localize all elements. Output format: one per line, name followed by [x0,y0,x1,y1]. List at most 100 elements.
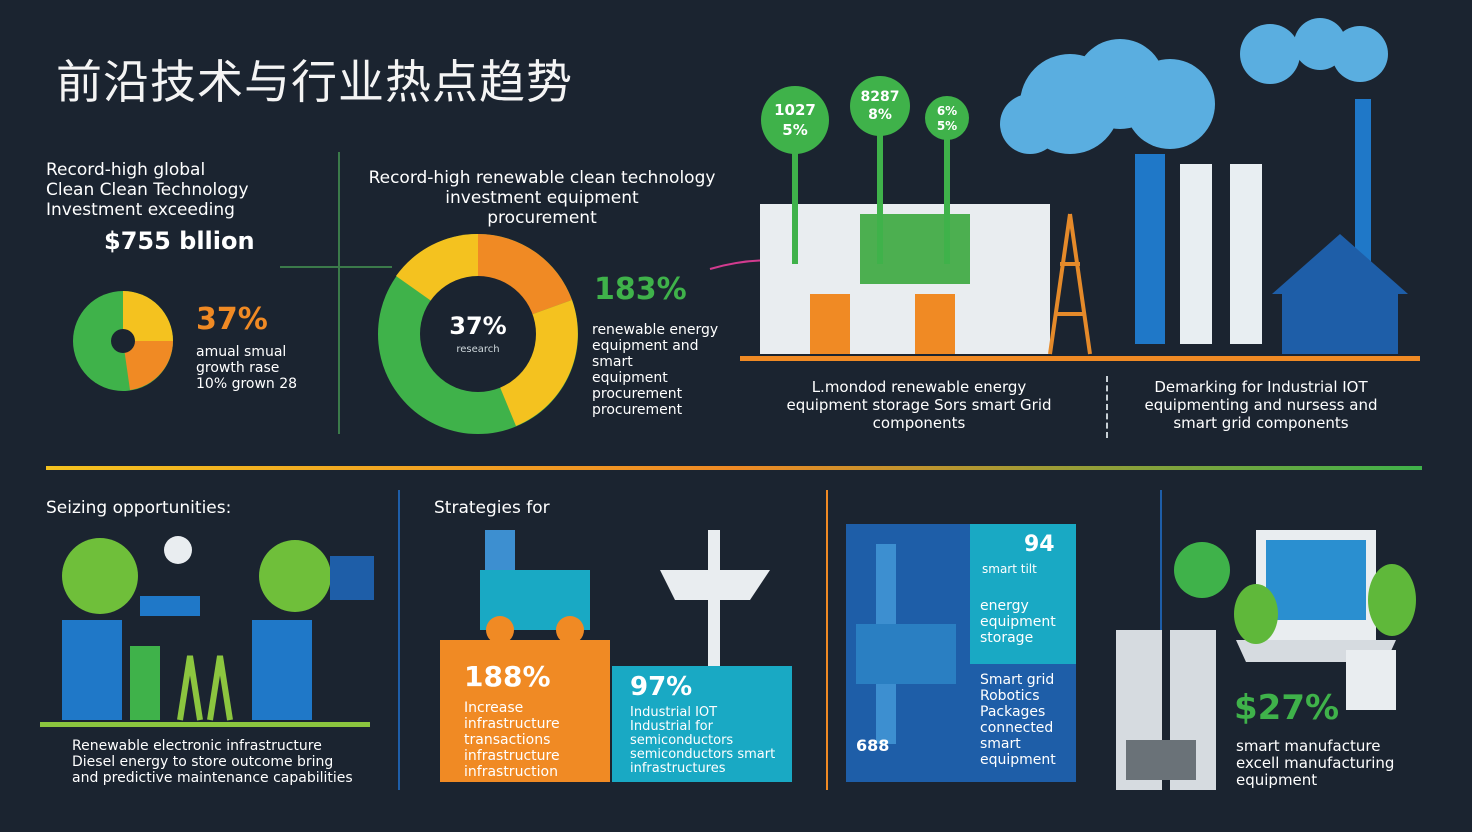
heading-line: Record-high global [46,160,206,180]
desc-line: procurement [592,402,683,418]
machine-icon [856,624,956,684]
procurement-description: renewable energy equipment and smart equ… [592,322,742,418]
donut-segment-yellow [123,291,173,341]
balloon-label-1: 1027 5% [766,100,824,140]
balloon-marker [761,86,829,154]
house-body [1282,294,1398,354]
investment-amount: $755 bllion [104,227,255,255]
teal-stat-box: 97% Industrial IOT Industrial for semico… [612,666,792,782]
growth-description: amual smual growth rase 10% grown 28 [196,344,336,392]
blue-panel-lines-2: Smart grid Robotics Packages connected s… [980,672,1056,768]
orange-box-percent: 188% [464,660,551,693]
industry-illustration [709,18,1420,361]
iot-caption: Demarking for Industrial IOT equipmentin… [1118,378,1404,432]
target-icon [1174,542,1230,598]
leaf-icon [1368,564,1416,636]
donut-center-label: research [456,344,500,355]
chimney [1135,154,1165,344]
orange-tank [915,294,955,354]
balloon-bottom: 5% [936,119,958,133]
desc-line: Robotics [980,688,1040,704]
donut-segment-orange [123,341,173,390]
desc-line: Industrial for [630,719,713,734]
smart-manufacturing-illustration [1116,530,1416,790]
balloon-top: 8287 [860,89,900,105]
blue-panel-number: 94 [1024,532,1055,557]
desc-line: procurement [592,386,683,402]
desc-line: smart manufacture [1236,737,1381,755]
desc-line: infrastructure [464,716,560,732]
teal-box-description: Industrial IOT Industrial for semiconduc… [630,706,775,776]
balloon-label-2: 8287 8% [852,88,908,124]
blue-panel-lines-1: energy equipment storage [980,598,1056,646]
strategies-label: Strategies for [434,498,550,518]
transport-illustration [480,530,770,670]
desc-line: equipment [1236,771,1318,789]
desc-line: infrastruction [464,764,558,780]
desc-line: connected [980,720,1054,736]
ground-line [740,356,1420,361]
vertical-divider [398,490,400,790]
desc-line: Industrial IOT [630,705,718,720]
desc-line: infrastructure [464,748,560,764]
procurement-percent: 183% [594,272,687,307]
desc-line: 10% grown 28 [196,376,298,392]
balloon-marker [850,76,910,136]
manufacturing-description: smart manufacture excell manufacturing e… [1236,738,1394,789]
vertical-divider [338,152,340,434]
page-title: 前沿技术与行业热点趋势 [56,55,573,109]
desc-line: Renewable electronic infrastructure [72,738,322,754]
desc-line: storage [980,630,1034,646]
orange-box-description: Increase infrastructure transactions inf… [464,700,560,780]
blue-stat-panel: 688 94 smart tilt energy equipment stora… [846,524,1076,782]
small-donut-chart [73,291,173,391]
teal-box-percent: 97% [630,672,693,702]
pole [708,530,720,670]
solar-panel-icon [62,620,122,720]
desc-line: infrastructures [630,761,726,776]
desc-line: smart [980,736,1021,752]
tree-icon [259,540,331,612]
vertical-divider [826,490,828,790]
machine-icon [1126,740,1196,780]
caption-line: components [872,414,966,432]
balloon-bottom: 8% [868,107,892,123]
laptop-screen [1266,540,1366,620]
device-icon [1346,650,1396,710]
tank-icon [485,530,515,570]
cloud-icon [1000,18,1388,154]
top-center-heading: Record-high renewable clean technology i… [366,168,718,228]
caption-line: L.mondod renewable energy [811,378,1027,396]
balloon-top: 1027 [774,101,816,119]
wheel [486,616,514,644]
cloud-icon [164,536,192,564]
plant-icon [177,655,233,721]
desc-line: Packages [980,704,1046,720]
balloon-marker [925,96,969,140]
green-infrastructure-illustration [40,536,374,727]
wheel [556,616,584,644]
seizing-description: Renewable electronic infrastructure Dies… [72,738,372,786]
heading-line: Record-high renewable clean technology [368,168,716,188]
balloon-label-3: 6% 5% [928,104,966,134]
heading-line: investment equipment [445,188,639,208]
large-donut-chart [378,233,578,434]
desc-line: energy [980,598,1029,614]
horizontal-divider [280,266,392,268]
desc-line: semiconductors [630,733,734,748]
bar-building [130,646,160,720]
caption-line: equipment storage Sors smart Grid [786,396,1052,414]
teal-block [970,524,1076,664]
desc-line: transactions [464,732,551,748]
desc-line: amual smual [196,344,287,360]
heading-line: procurement [487,208,597,228]
section-divider [46,466,1422,470]
balloon-bottom: 5% [782,121,808,139]
heading-line: Clean Clean Technology [46,180,249,200]
orange-stat-box: 188% Increase infrastructure transaction… [440,640,610,782]
leaf-icon [1234,584,1278,644]
desc-line: equipment [592,370,668,386]
growth-percent: 37% [196,302,268,337]
chimney [1180,164,1212,344]
caption-line: equipmenting and nursess and [1144,396,1378,414]
